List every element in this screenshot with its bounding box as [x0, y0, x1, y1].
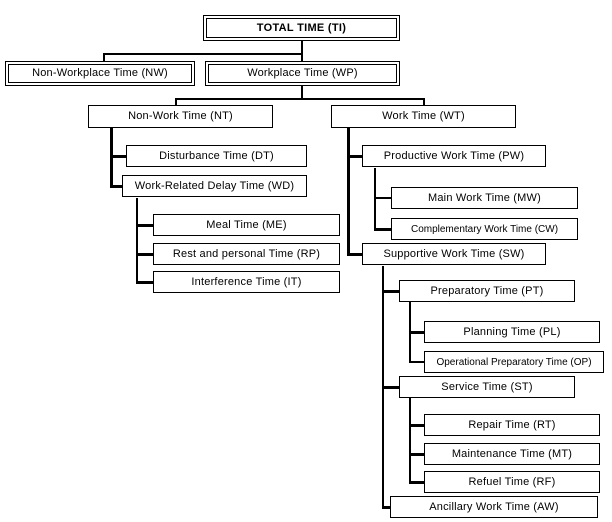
node-non-workplace-time-label: Non-Workplace Time (NW) — [32, 67, 168, 79]
node-refuel-time[interactable]: Refuel Time (RF) — [424, 471, 602, 495]
node-work-related-delay-time[interactable]: Work-Related Delay Time (WD) — [122, 175, 309, 199]
node-repair-time-label: Repair Time (RT) — [468, 418, 556, 431]
node-non-work-time[interactable]: Non-Work Time (NT) — [88, 105, 275, 130]
connector-wp-nt — [175, 98, 177, 106]
connector-wp-bus — [175, 98, 425, 100]
node-meal-time[interactable]: Meal Time (ME) — [153, 214, 342, 238]
node-maintenance-time-label: Maintenance Time (MT) — [451, 447, 573, 460]
node-operational-preparatory-time-label: Operational Preparatory Time (OP) — [436, 356, 592, 368]
connector-wp-wt — [423, 98, 425, 106]
node-workplace-time-inner: Workplace Time (WP) — [208, 64, 397, 83]
node-repair-time[interactable]: Repair Time (RT) — [424, 414, 602, 438]
connector-sw-st — [382, 386, 400, 389]
connector-sw-pt — [382, 290, 400, 293]
node-disturbance-time[interactable]: Disturbance Time (DT) — [126, 145, 309, 169]
node-non-work-time-label: Non-Work Time (NT) — [128, 110, 233, 122]
node-ancillary-work-time[interactable]: Ancillary Work Time (AW) — [390, 496, 600, 520]
connector-wd-trunk — [136, 198, 138, 282]
node-service-time[interactable]: Service Time (ST) — [399, 376, 577, 400]
node-main-work-time[interactable]: Main Work Time (MW) — [391, 187, 580, 211]
node-rest-and-personal-time-label: Rest and personal Time (RP) — [172, 247, 321, 260]
node-operational-preparatory-time[interactable]: Operational Preparatory Time (OP) — [424, 351, 606, 375]
node-total-time[interactable]: TOTAL TIME (TI) — [203, 15, 402, 43]
connector-wt-sw — [347, 253, 363, 256]
connector-wd-me — [136, 224, 154, 227]
connector-nt-dt — [110, 155, 126, 158]
node-complementary-work-time[interactable]: Complementary Work Time (CW) — [391, 218, 580, 242]
node-interference-time[interactable]: Interference Time (IT) — [153, 271, 342, 295]
connector-st-trunk — [409, 398, 411, 483]
connector-tt-nw — [103, 53, 105, 61]
node-productive-work-time-label: Productive Work Time (PW) — [383, 149, 525, 162]
node-productive-work-time[interactable]: Productive Work Time (PW) — [362, 145, 548, 169]
node-preparatory-time[interactable]: Preparatory Time (PT) — [399, 280, 577, 304]
node-rest-and-personal-time[interactable]: Rest and personal Time (RP) — [153, 243, 342, 267]
node-supportive-work-time-label: Supportive Work Time (SW) — [383, 247, 525, 260]
connector-wt-pw — [347, 155, 363, 158]
node-meal-time-label: Meal Time (ME) — [206, 218, 287, 231]
node-total-time-label: TOTAL TIME (TI) — [256, 21, 347, 34]
node-work-related-delay-time-label: Work-Related Delay Time (WD) — [134, 179, 295, 192]
node-workplace-time[interactable]: Workplace Time (WP) — [205, 61, 402, 88]
connector-pt-op — [409, 361, 425, 363]
node-planning-time[interactable]: Planning Time (PL) — [424, 321, 602, 345]
node-work-time-label: Work Time (WT) — [382, 110, 465, 122]
connector-st-mt — [409, 453, 425, 456]
node-maintenance-time[interactable]: Maintenance Time (MT) — [424, 443, 602, 467]
connector-nt-wd — [110, 185, 126, 188]
connector-wp-down — [301, 86, 303, 98]
connector-tt-wp — [301, 53, 303, 61]
connector-tt-bus — [103, 53, 303, 55]
node-total-time-inner: TOTAL TIME (TI) — [206, 18, 397, 38]
connector-wd-it — [136, 281, 154, 284]
connector-st-rt — [409, 424, 425, 427]
node-main-work-time-label: Main Work Time (MW) — [428, 191, 541, 204]
node-ancillary-work-time-label: Ancillary Work Time (AW) — [429, 500, 559, 513]
connector-pw-mw — [374, 197, 392, 199]
connector-pw-cw — [374, 228, 392, 231]
connector-nt-trunk — [110, 128, 113, 188]
node-work-time[interactable]: Work Time (WT) — [331, 105, 518, 130]
node-non-workplace-time-inner: Non-Workplace Time (NW) — [8, 64, 192, 83]
node-workplace-time-label: Workplace Time (WP) — [247, 67, 358, 79]
connector-wt-trunk — [347, 128, 350, 256]
node-planning-time-label: Planning Time (PL) — [463, 325, 561, 338]
node-interference-time-label: Interference Time (IT) — [191, 275, 302, 288]
node-non-workplace-time[interactable]: Non-Workplace Time (NW) — [5, 61, 197, 88]
connector-tt-down — [301, 41, 303, 53]
node-service-time-label: Service Time (ST) — [441, 380, 533, 393]
node-complementary-work-time-label: Complementary Work Time (CW) — [410, 223, 559, 235]
node-supportive-work-time[interactable]: Supportive Work Time (SW) — [362, 243, 548, 267]
connector-wd-rp — [136, 253, 154, 256]
connector-pt-pl — [409, 331, 425, 334]
node-disturbance-time-label: Disturbance Time (DT) — [159, 149, 274, 162]
node-preparatory-time-label: Preparatory Time (PT) — [430, 284, 544, 297]
connector-pw-trunk — [374, 168, 376, 231]
node-refuel-time-label: Refuel Time (RF) — [468, 475, 556, 488]
connector-st-rf — [409, 481, 425, 484]
